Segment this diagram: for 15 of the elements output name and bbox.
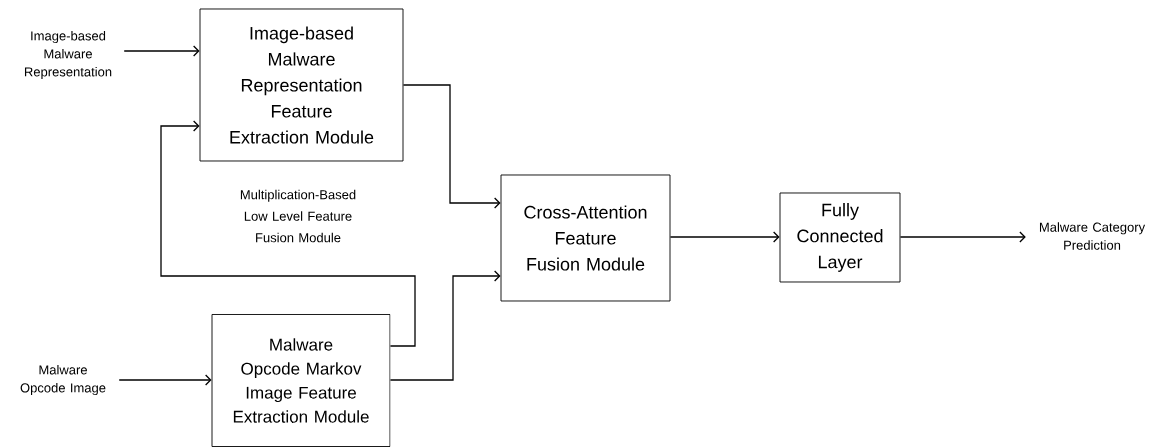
- note-text: Multiplication-Based Low Level Feature Fusion Module: [240, 189, 356, 243]
- arrow: [160, 120, 416, 347]
- arrow: [118, 374, 212, 386]
- io-text: Image-based Malware Representation: [25, 30, 112, 80]
- process-box: Malware Opcode Markov Image Feature Extraction Module: [211, 314, 391, 447]
- arrow: [123, 45, 200, 57]
- io-text: Malware Opcode Image: [20, 364, 106, 396]
- arrow: [669, 231, 780, 243]
- process-box: Image-based Malware Representation Feature Extraction Module: [199, 8, 404, 162]
- process-box: Fully Connected Layer: [779, 192, 901, 283]
- arrow: [402, 84, 501, 209]
- arrow: [389, 270, 501, 381]
- arrow: [899, 231, 1026, 243]
- process-box: Cross-Attention Feature Fusion Module: [500, 174, 671, 302]
- io-text: Malware Category Prediction: [1040, 222, 1146, 250]
